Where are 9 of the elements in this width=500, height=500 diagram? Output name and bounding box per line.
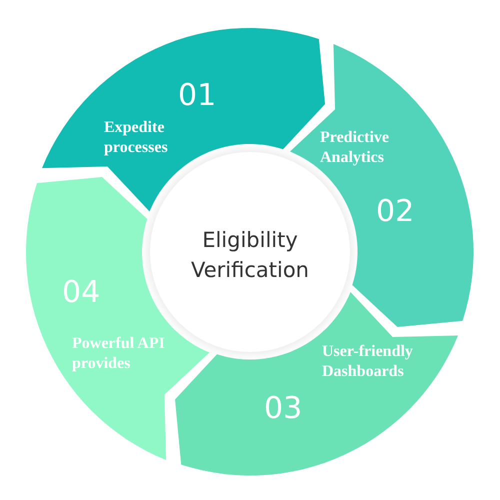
step-number: 01 <box>178 80 216 112</box>
step-number: 04 <box>62 276 100 309</box>
step-label: User-friendly Dashboards <box>322 342 414 382</box>
step-number: 02 <box>376 196 414 228</box>
step-label: Powerful API provides <box>72 334 166 374</box>
center-label: Eligibility Verification <box>190 227 310 284</box>
step-label: Predictive Analytics <box>320 128 390 168</box>
step-label: Expedite processes <box>104 118 169 158</box>
step-number: 03 <box>264 392 302 425</box>
